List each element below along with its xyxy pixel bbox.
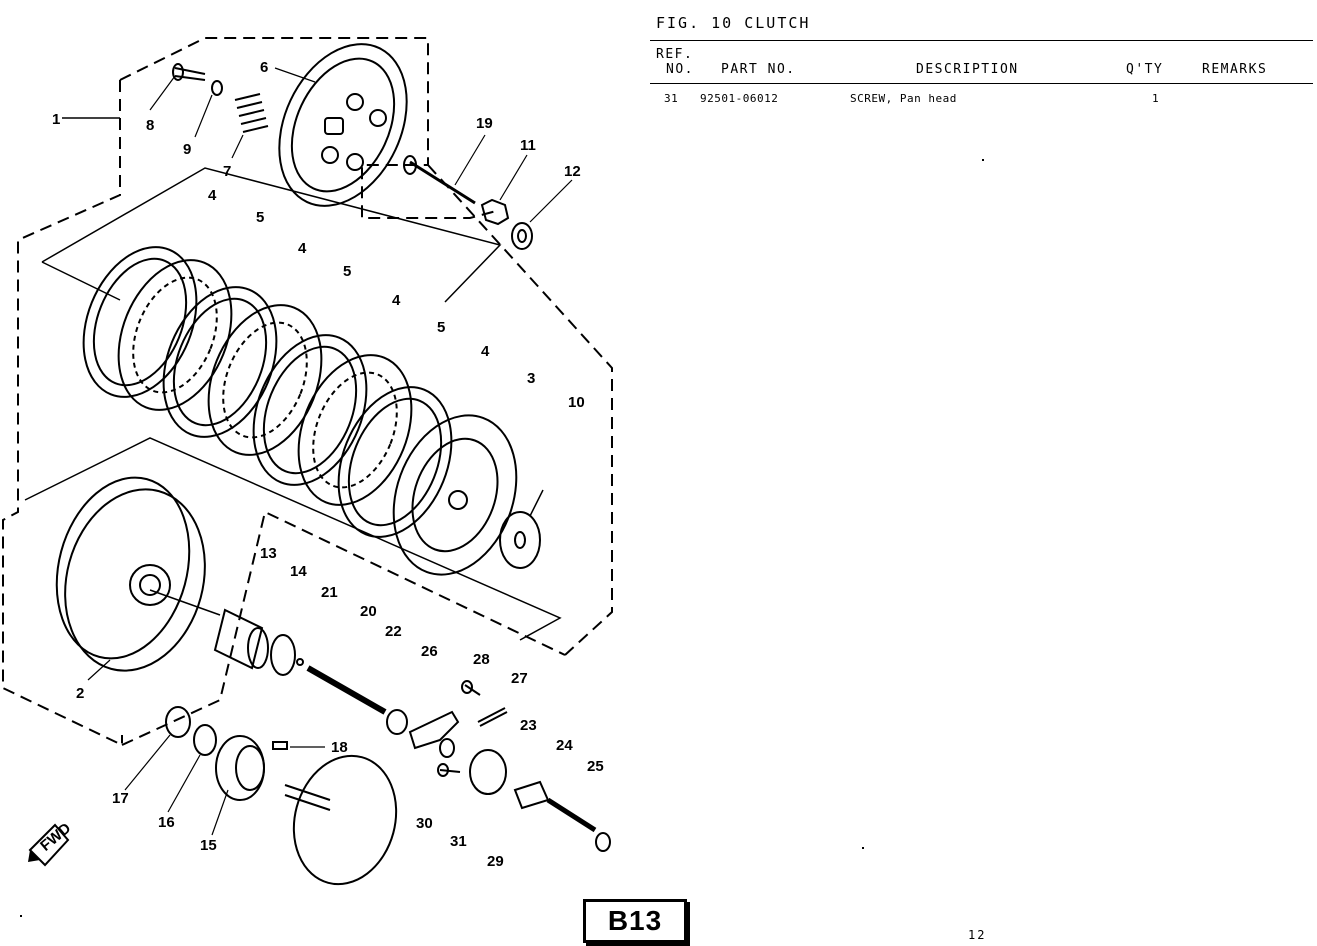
callout-7: 7 <box>223 163 231 180</box>
section-badge: B13 <box>583 899 687 943</box>
collar-13 <box>213 608 264 670</box>
table-top-rule <box>650 40 1313 41</box>
callout-28: 28 <box>473 651 490 668</box>
callout-23: 23 <box>520 717 537 734</box>
table-header-rule <box>650 83 1313 84</box>
adjuster-23 <box>513 780 550 810</box>
callout-5b: 5 <box>343 263 351 280</box>
callout-26: 26 <box>421 643 438 660</box>
header-ref-line1: REF. <box>656 47 694 62</box>
callout-16: 16 <box>158 814 175 831</box>
row-description: SCREW, Pan head <box>850 92 957 105</box>
spring-7 <box>234 93 269 133</box>
clutch-plate-5b <box>207 304 323 456</box>
callout-2: 2 <box>76 685 84 702</box>
callout-27: 27 <box>511 670 528 687</box>
scan-speck <box>20 915 22 917</box>
callout-9: 9 <box>183 141 191 158</box>
callout-15: 15 <box>200 837 217 854</box>
screw-31 <box>439 769 461 773</box>
friction-plate-4b <box>162 286 278 438</box>
clutch-exploded-diagram: FWD 1 2 3 4 4 4 4 5 5 5 6 7 8 9 10 11 12… <box>2 37 613 886</box>
callout-17: 17 <box>112 790 129 807</box>
callout-4a: 4 <box>208 187 217 204</box>
assembly-boundary-main <box>2 80 123 747</box>
oil-seal-29 <box>469 749 507 795</box>
callout-3: 3 <box>527 370 535 387</box>
scan-speck <box>862 847 864 849</box>
callout-14: 14 <box>290 563 307 580</box>
push-rod-20 <box>306 665 387 715</box>
callout-31: 31 <box>450 833 467 850</box>
callout-20: 20 <box>360 603 377 620</box>
kick-drum <box>292 754 398 886</box>
row-part-no: 92501-06012 <box>700 92 779 105</box>
washer-9 <box>211 80 223 96</box>
assembly-boundary <box>119 37 501 219</box>
kick-gear-15 <box>215 735 265 801</box>
callout-4d: 4 <box>481 343 490 360</box>
pressure-plate <box>278 43 408 207</box>
callout-6: 6 <box>260 59 268 76</box>
clutch-plate-5c <box>297 354 413 506</box>
row-ref: 31 <box>664 92 679 105</box>
scan-speck <box>982 159 984 161</box>
friction-plate-4c <box>252 334 368 486</box>
nut-25 <box>595 832 611 852</box>
callout-21: 21 <box>321 584 338 601</box>
callout-labels: 1 2 3 4 4 4 4 5 5 5 6 7 8 9 10 11 12 13 … <box>52 59 604 870</box>
spring-27 <box>477 707 508 727</box>
callout-22: 22 <box>385 623 402 640</box>
callout-4b: 4 <box>298 240 307 257</box>
callout-30: 30 <box>416 815 433 832</box>
callout-25: 25 <box>587 758 604 775</box>
screw-28 <box>464 684 481 696</box>
nut-11 <box>480 198 510 226</box>
callout-11: 11 <box>520 137 536 154</box>
washer-16 <box>193 724 217 756</box>
washer-12 <box>511 222 533 250</box>
header-ref-line2: NO. <box>666 62 694 77</box>
clutch-boss-3 <box>392 414 518 576</box>
figure-title: FIG. 10 CLUTCH <box>656 14 811 32</box>
callout-24: 24 <box>556 737 573 754</box>
push-lever-26 <box>408 710 460 750</box>
callout-29: 29 <box>487 853 504 870</box>
callout-5a: 5 <box>256 209 264 226</box>
header-remarks: REMARKS <box>1202 62 1268 77</box>
callout-13: 13 <box>260 545 277 562</box>
washer-10 <box>499 511 541 569</box>
page-number: 12 <box>968 928 987 942</box>
washer-30 <box>439 738 455 758</box>
washer-14 <box>270 634 296 676</box>
key-18 <box>272 741 288 750</box>
callout-18: 18 <box>331 739 348 756</box>
plates-frame <box>41 167 502 303</box>
row-qty: 1 <box>1152 92 1160 105</box>
clutch-plate-5a <box>117 259 233 411</box>
callout-4c: 4 <box>392 292 401 309</box>
nut-17 <box>165 706 191 738</box>
header-qty: Q'TY <box>1126 62 1164 77</box>
callout-19: 19 <box>476 115 493 132</box>
bearing-22 <box>386 709 408 735</box>
fwd-arrow-icon: FWD <box>28 820 74 867</box>
header-part-no: PART NO. <box>721 62 796 77</box>
header-description: DESCRIPTION <box>916 62 1019 77</box>
clutch-housing-2 <box>64 488 206 672</box>
callout-1: 1 <box>52 111 60 128</box>
screw-8 <box>174 67 206 81</box>
callout-12: 12 <box>564 163 581 180</box>
adjust-screw-24 <box>546 797 597 833</box>
friction-plate-4d <box>337 386 453 538</box>
callout-10: 10 <box>568 394 585 411</box>
callout-8: 8 <box>146 117 154 134</box>
friction-plate-4a <box>82 246 198 398</box>
callout-5c: 5 <box>437 319 445 336</box>
